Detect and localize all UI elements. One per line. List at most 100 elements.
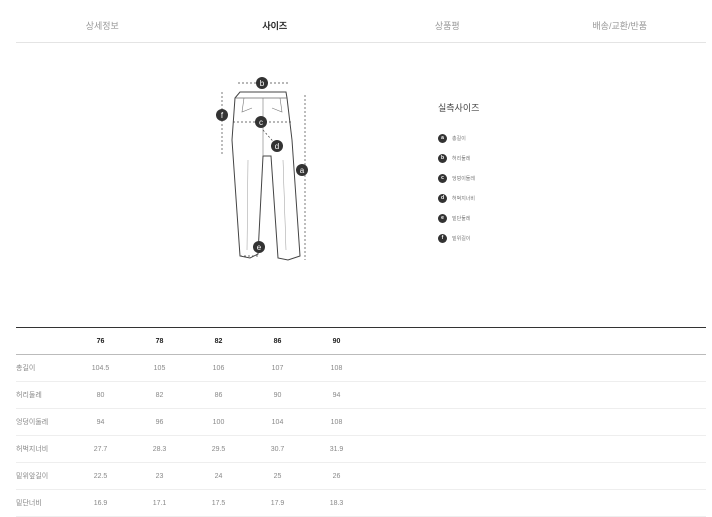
svg-text:d: d — [275, 142, 279, 151]
table-cell: 18.3 — [307, 489, 366, 517]
table-header-cell: 90 — [307, 327, 366, 355]
legend-marker: d — [438, 193, 447, 203]
table-cell: 100 — [189, 408, 248, 436]
marker-e: e — [253, 241, 265, 253]
legend-item: c 엉덩이둘레 — [438, 168, 479, 188]
table-cell: 22.5 — [71, 462, 130, 490]
table-cell: 104 — [248, 408, 307, 436]
table-spacer-cell — [366, 435, 706, 463]
legend-marker: c — [438, 173, 447, 183]
legend-label: 밑위길이 — [452, 235, 471, 242]
right-pocket-line — [271, 97, 283, 113]
marker-b: b — [256, 77, 268, 89]
table-cell: 80 — [71, 381, 130, 409]
svg-text:e: e — [257, 243, 262, 252]
legend-label: 밑단둘레 — [452, 215, 471, 222]
table-cell: 23 — [130, 462, 189, 490]
legend-marker: f — [438, 233, 447, 243]
table-cell: 24 — [189, 462, 248, 490]
legend-label: 엉덩이둘레 — [452, 175, 476, 182]
table-cell: 104.5 — [71, 354, 130, 382]
table-cell: 30.7 — [248, 435, 307, 463]
svg-text:a: a — [300, 166, 305, 175]
table-cell: 82 — [130, 381, 189, 409]
table-cell: 108 — [307, 408, 366, 436]
marker-a: a — [296, 164, 308, 176]
legend-label: 총길이 — [452, 135, 466, 142]
legend-marker: e — [438, 213, 447, 223]
table-cell: 31.9 — [307, 435, 366, 463]
legend-label: 허벅지너비 — [452, 195, 476, 202]
legend-item: a 총길이 — [438, 128, 479, 148]
left-pocket-line — [241, 97, 253, 113]
size-table: 76 78 82 86 90 총길이 104.5 105 106 107 108… — [16, 327, 706, 517]
marker-c: c — [255, 116, 267, 128]
table-row: 밑단너비 16.9 17.1 17.5 17.9 18.3 — [16, 489, 706, 517]
svg-text:f: f — [221, 111, 224, 120]
row-label: 허벅지너비 — [16, 435, 71, 463]
legend-marker: b — [438, 153, 447, 163]
table-cell: 26 — [307, 462, 366, 490]
table-spacer-cell — [366, 381, 706, 409]
measurement-legend: 실측사이즈 a 총길이 b 허리둘레 c 엉덩이둘레 d 허벅지너비 e 밑단둘… — [438, 101, 479, 248]
table-cell: 25 — [248, 462, 307, 490]
table-row: 허리둘레 80 82 86 90 94 — [16, 381, 706, 409]
table-cell: 105 — [130, 354, 189, 382]
legend-item: b 허리둘레 — [438, 148, 479, 168]
table-row: 엉덩이둘레 94 96 100 104 108 — [16, 408, 706, 436]
table-cell: 90 — [248, 381, 307, 409]
legend-title: 실측사이즈 — [438, 103, 480, 113]
table-cell: 94 — [307, 381, 366, 409]
legend-item: e 밑단둘레 — [438, 208, 479, 228]
table-header-spacer — [366, 327, 706, 355]
marker-f: f — [216, 109, 228, 121]
tab-shipping[interactable]: 배송/교환/반품 — [592, 21, 648, 31]
row-label: 밑단너비 — [16, 489, 71, 517]
table-cell: 27.7 — [71, 435, 130, 463]
table-cell: 17.9 — [248, 489, 307, 517]
table-header-cell: 82 — [189, 327, 248, 355]
table-row: 총길이 104.5 105 106 107 108 — [16, 354, 706, 382]
table-row: 허벅지너비 27.7 28.3 29.5 30.7 31.9 — [16, 435, 706, 463]
table-spacer-cell — [366, 408, 706, 436]
table-cell: 86 — [189, 381, 248, 409]
right-crease-line — [282, 159, 287, 251]
table-header-cell — [16, 327, 71, 355]
legend-item: d 허벅지너비 — [438, 188, 479, 208]
table-cell: 17.1 — [130, 489, 189, 517]
table-spacer-cell — [366, 489, 706, 517]
pants-outline — [231, 91, 301, 261]
table-cell: 106 — [189, 354, 248, 382]
table-cell: 16.9 — [71, 489, 130, 517]
left-crease-line — [246, 159, 249, 251]
table-cell: 29.5 — [189, 435, 248, 463]
tab-size[interactable]: 사이즈 — [262, 21, 288, 31]
tab-details[interactable]: 상세정보 — [85, 21, 119, 31]
pants-diagram: b c f d a e — [200, 70, 330, 270]
table-header-cell: 86 — [248, 327, 307, 355]
legend-item: f 밑위길이 — [438, 228, 479, 248]
table-cell: 96 — [130, 408, 189, 436]
table-header-cell: 78 — [130, 327, 189, 355]
tab-reviews[interactable]: 상품평 — [434, 21, 460, 31]
table-cell: 28.3 — [130, 435, 189, 463]
table-cell: 108 — [307, 354, 366, 382]
svg-text:c: c — [259, 118, 263, 127]
row-label: 밑위앞길이 — [16, 462, 71, 490]
row-label: 허리둘레 — [16, 381, 71, 409]
table-cell: 94 — [71, 408, 130, 436]
table-cell: 107 — [248, 354, 307, 382]
row-label: 총길이 — [16, 354, 71, 382]
pants-illustration: b c f d a e — [216, 77, 308, 261]
table-spacer-cell — [366, 354, 706, 382]
table-header-cell: 76 — [71, 327, 130, 355]
tab-bar: 상세정보 사이즈 상품평 배송/교환/반품 — [16, 0, 706, 43]
legend-marker: a — [438, 133, 447, 143]
svg-text:b: b — [260, 79, 265, 88]
table-spacer-cell — [366, 462, 706, 490]
marker-d: d — [271, 140, 283, 152]
table-cell: 17.5 — [189, 489, 248, 517]
table-header-row: 76 78 82 86 90 — [16, 327, 706, 355]
table-row: 밑위앞길이 22.5 23 24 25 26 — [16, 462, 706, 490]
row-label: 엉덩이둘레 — [16, 408, 71, 436]
